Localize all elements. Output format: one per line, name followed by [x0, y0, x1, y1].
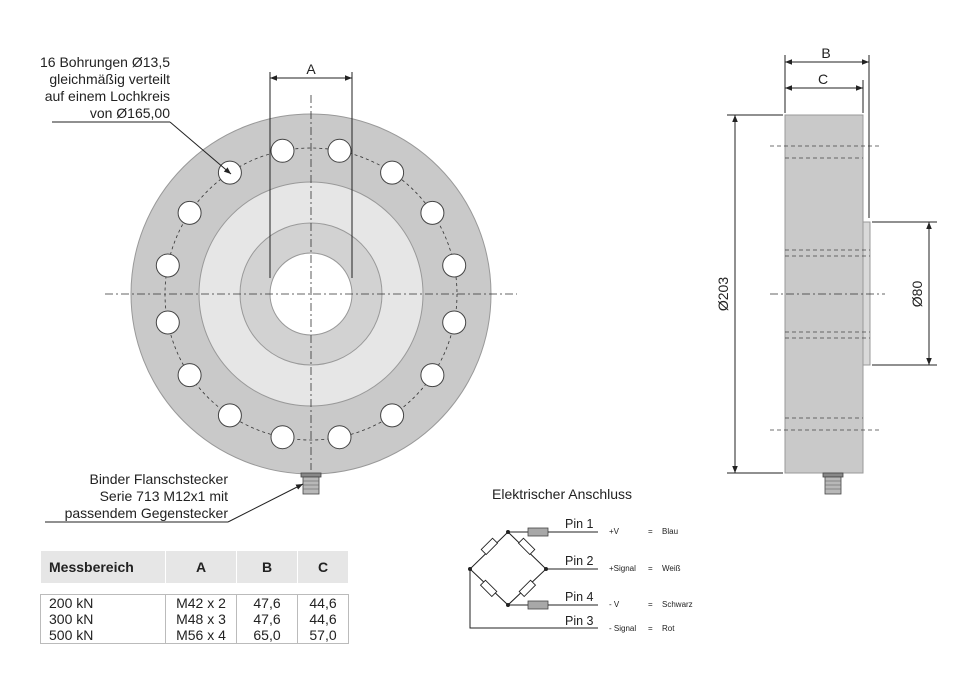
- svg-text:Pin 1: Pin 1: [565, 517, 594, 531]
- svg-text:von Ø165,00: von Ø165,00: [90, 105, 170, 121]
- bolt-hole: [420, 363, 445, 388]
- connector-front: [300, 472, 322, 495]
- svg-text:Pin 2: Pin 2: [565, 554, 594, 568]
- connector-side: [822, 472, 844, 495]
- svg-text:16 Bohrungen Ø13,5: 16 Bohrungen Ø13,5: [40, 54, 170, 70]
- svg-text:Serie 713 M12x1 mit: Serie 713 M12x1 mit: [100, 488, 229, 504]
- bolt-hole: [442, 253, 467, 278]
- table-row: 300 kN M48 x 3 47,6 44,6: [40, 611, 349, 627]
- dimension-table: Messbereich A B C 200 kN M42 x 2 47,6 44…: [40, 551, 349, 644]
- svg-text:=: =: [648, 527, 653, 536]
- svg-text:Rot: Rot: [662, 624, 675, 633]
- svg-text:=: =: [648, 564, 653, 573]
- bolt-hole: [270, 425, 295, 450]
- bolt-hole: [177, 363, 202, 388]
- bolt-hole: [327, 425, 352, 450]
- svg-text:+Signal: +Signal: [609, 564, 636, 573]
- side-view: B C Ø203 Ø80: [715, 45, 937, 495]
- bolt-holes: [155, 138, 467, 450]
- bolt-hole: [380, 403, 405, 428]
- dim-a-label: A: [306, 61, 316, 77]
- svg-text:Pin 4: Pin 4: [565, 590, 594, 604]
- dim-outer-label: Ø203: [715, 277, 731, 311]
- table-row: 500 kN M56 x 4 65,0 57,0: [40, 627, 349, 644]
- svg-text:auf einem Lochkreis: auf einem Lochkreis: [45, 88, 170, 104]
- bolt-hole: [442, 310, 467, 335]
- dim-inner-label: Ø80: [909, 281, 925, 308]
- front-view: A 16 Bohrungen Ø13,5 gleichmäßig verteil…: [40, 54, 517, 523]
- svg-text:Blau: Blau: [662, 527, 678, 536]
- svg-text:=: =: [648, 624, 653, 633]
- bolt-hole: [155, 310, 180, 335]
- header-c: C: [297, 551, 349, 583]
- dim-b-label: B: [821, 45, 830, 61]
- svg-text:- Signal: - Signal: [609, 624, 636, 633]
- svg-text:Pin 3: Pin 3: [565, 614, 594, 628]
- svg-text:- V: - V: [609, 600, 620, 609]
- electrical-diagram: Elektrischer Anschluss Pin 1 Pin 2 Pin 4…: [468, 486, 693, 633]
- bolt-hole: [155, 253, 180, 278]
- pin-labels: Pin 1 Pin 2 Pin 4 Pin 3: [565, 517, 594, 628]
- bolt-hole: [327, 138, 352, 163]
- connector-note: Binder Flanschstecker Serie 713 M12x1 mi…: [65, 471, 229, 521]
- table-header: Messbereich A B C: [40, 551, 349, 583]
- table-row: 200 kN M42 x 2 47,6 44,6: [40, 594, 349, 611]
- svg-text:Schwarz: Schwarz: [662, 600, 693, 609]
- header-messbereich: Messbereich: [40, 551, 166, 583]
- svg-text:passendem Gegenstecker: passendem Gegenstecker: [65, 505, 229, 521]
- header-a: A: [165, 551, 237, 583]
- dim-c-label: C: [818, 71, 828, 87]
- svg-text:gleichmäßig verteilt: gleichmäßig verteilt: [49, 71, 170, 87]
- bolt-hole: [217, 403, 242, 428]
- side-hub: [862, 221, 871, 366]
- bore-note: 16 Bohrungen Ø13,5 gleichmäßig verteilt …: [40, 54, 170, 121]
- pin-signals: +V +Signal - V - Signal = = = = Blau Wei…: [609, 527, 693, 633]
- electrical-title: Elektrischer Anschluss: [492, 486, 632, 502]
- bolt-hole: [420, 200, 445, 225]
- svg-text:=: =: [648, 600, 653, 609]
- svg-text:+V: +V: [609, 527, 620, 536]
- bolt-hole: [177, 200, 202, 225]
- svg-text:Weiß: Weiß: [662, 564, 681, 573]
- header-b: B: [236, 551, 298, 583]
- bolt-hole: [270, 138, 295, 163]
- svg-text:Binder Flanschstecker: Binder Flanschstecker: [89, 471, 228, 487]
- bolt-hole: [380, 160, 405, 185]
